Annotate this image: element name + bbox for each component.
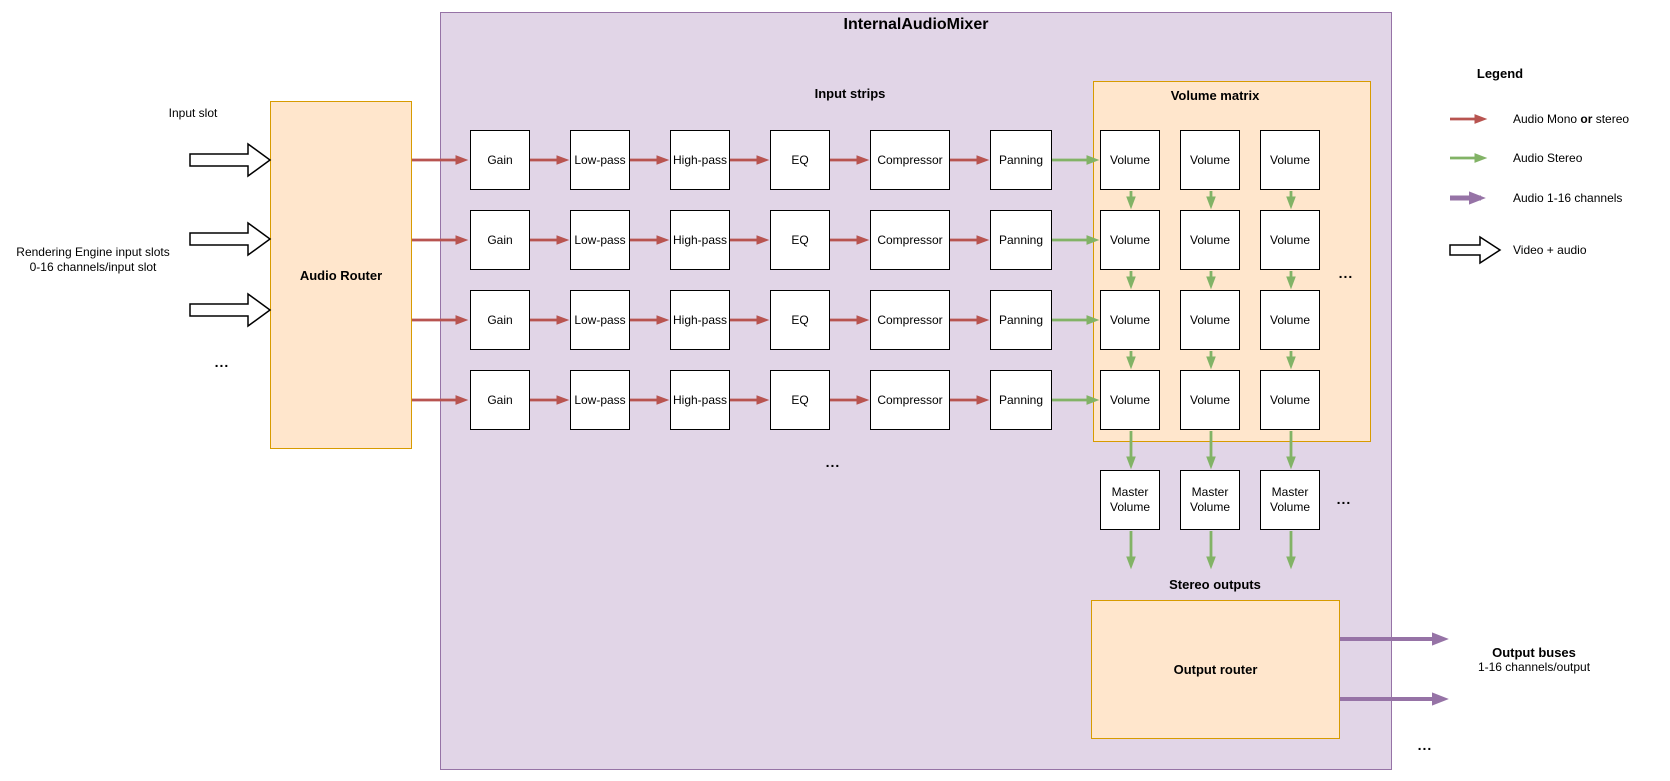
- strip-box-highpass: High-pass: [670, 130, 730, 190]
- strip-box-highpass: High-pass: [670, 210, 730, 270]
- strip-box-gain: Gain: [470, 290, 530, 350]
- volume-matrix-label: Volume matrix: [1170, 88, 1260, 103]
- volume-cell: Volume: [1260, 210, 1320, 270]
- audio-stereo-arrows: [1052, 155, 1296, 570]
- mixer-title: InternalAudioMixer: [843, 16, 989, 33]
- legend-label-part: Audio Mono: [1513, 112, 1581, 126]
- strip-box-gain: Gain: [470, 370, 530, 430]
- master-volume-label-line1: Master: [1191, 485, 1229, 499]
- strip-box-lowpass: Low-pass: [570, 370, 630, 430]
- strip-box-panning: Panning: [990, 210, 1052, 270]
- master-volume-box: Master Volume: [1180, 470, 1240, 530]
- output-router-label: Output router: [1173, 662, 1258, 677]
- strip-box-gain: Gain: [470, 210, 530, 270]
- output-buses-title: Output buses: [1492, 645, 1576, 660]
- volume-cell: Volume: [1100, 290, 1160, 350]
- strip-box-eq: EQ: [770, 130, 830, 190]
- output-buses-subtitle: 1-16 channels/output: [1477, 660, 1591, 674]
- volume-cell: Volume: [1180, 210, 1240, 270]
- audio-router-label: Audio Router: [299, 267, 383, 283]
- volume-cell: Volume: [1180, 370, 1240, 430]
- strip-box-eq: EQ: [770, 210, 830, 270]
- volume-cell: Volume: [1100, 210, 1160, 270]
- volume-cell: Volume: [1260, 130, 1320, 190]
- input-strips-ellipsis: ...: [825, 454, 841, 470]
- output-buses-label: Output buses 1-16 channels/output: [1434, 645, 1634, 675]
- video-audio-input-arrows: [189, 142, 272, 328]
- strip-box-compressor: Compressor: [870, 130, 950, 190]
- strip-box-compressor: Compressor: [870, 210, 950, 270]
- output-router-box: Output router: [1091, 600, 1340, 739]
- strip-box-lowpass: Low-pass: [570, 210, 630, 270]
- volume-matrix-ellipsis: ...: [1338, 265, 1354, 281]
- audio-mono-arrows: [412, 155, 990, 405]
- strip-box-eq: EQ: [770, 290, 830, 350]
- strip-box-gain: Gain: [470, 130, 530, 190]
- strip-box-eq: EQ: [770, 370, 830, 430]
- volume-cell: Volume: [1180, 290, 1240, 350]
- video-audio-arrow: [189, 142, 272, 178]
- input-slot-label: Input slot: [168, 106, 218, 120]
- master-volume-label-line2: Volume: [1269, 500, 1311, 514]
- volume-cell: Volume: [1260, 290, 1320, 350]
- legend-item-video-plus-audio: Video + audio: [1513, 243, 1587, 257]
- stereo-outputs-label: Stereo outputs: [1169, 577, 1261, 592]
- strip-box-panning: Panning: [990, 290, 1052, 350]
- volume-cell: Volume: [1180, 130, 1240, 190]
- rendering-engine-label-line2: 0-16 channels/input slot: [29, 260, 157, 274]
- strip-box-compressor: Compressor: [870, 370, 950, 430]
- video-audio-arrow: [189, 221, 272, 257]
- volume-cell: Volume: [1100, 370, 1160, 430]
- master-volume-label-line2: Volume: [1109, 500, 1151, 514]
- master-volume-ellipsis: ...: [1336, 491, 1352, 507]
- legend-label-part: stereo: [1592, 112, 1630, 126]
- strip-box-lowpass: Low-pass: [570, 290, 630, 350]
- rendering-engine-label: Rendering Engine input slots 0-16 channe…: [8, 245, 178, 275]
- volume-cell: Volume: [1100, 130, 1160, 190]
- legend-title: Legend: [1476, 66, 1524, 81]
- master-volume-label-line2: Volume: [1189, 500, 1231, 514]
- master-volume-box: Master Volume: [1100, 470, 1160, 530]
- left-inputs-ellipsis: ...: [214, 354, 230, 370]
- strip-box-highpass: High-pass: [670, 290, 730, 350]
- strip-box-compressor: Compressor: [870, 290, 950, 350]
- master-volume-box: Master Volume: [1260, 470, 1320, 530]
- legend-arrows: [1449, 114, 1502, 265]
- strip-box-panning: Panning: [990, 130, 1052, 190]
- legend-item-audio-stereo: Audio Stereo: [1513, 151, 1583, 165]
- rendering-engine-label-line1: Rendering Engine input slots: [16, 245, 170, 259]
- legend-label-part-bold: or: [1580, 112, 1593, 126]
- volume-cell: Volume: [1260, 370, 1320, 430]
- master-volume-label-line1: Master: [1271, 485, 1309, 499]
- audio-multichannel-arrows: [1340, 632, 1449, 706]
- legend-item-audio-1-16-channels: Audio 1-16 channels: [1513, 191, 1623, 205]
- strip-box-highpass: High-pass: [670, 370, 730, 430]
- input-strips-label: Input strips: [814, 86, 886, 101]
- legend-item-audio-mono-or-stereo: Audio Mono or stereo: [1513, 112, 1629, 126]
- master-volume-label-line1: Master: [1111, 485, 1149, 499]
- audio-router-box: Audio Router: [270, 101, 412, 449]
- legend-video-audio-arrow-icon: [1449, 235, 1502, 265]
- video-audio-arrow: [189, 292, 272, 328]
- strip-box-panning: Panning: [990, 370, 1052, 430]
- output-buses-ellipsis: ...: [1417, 737, 1433, 753]
- strip-box-lowpass: Low-pass: [570, 130, 630, 190]
